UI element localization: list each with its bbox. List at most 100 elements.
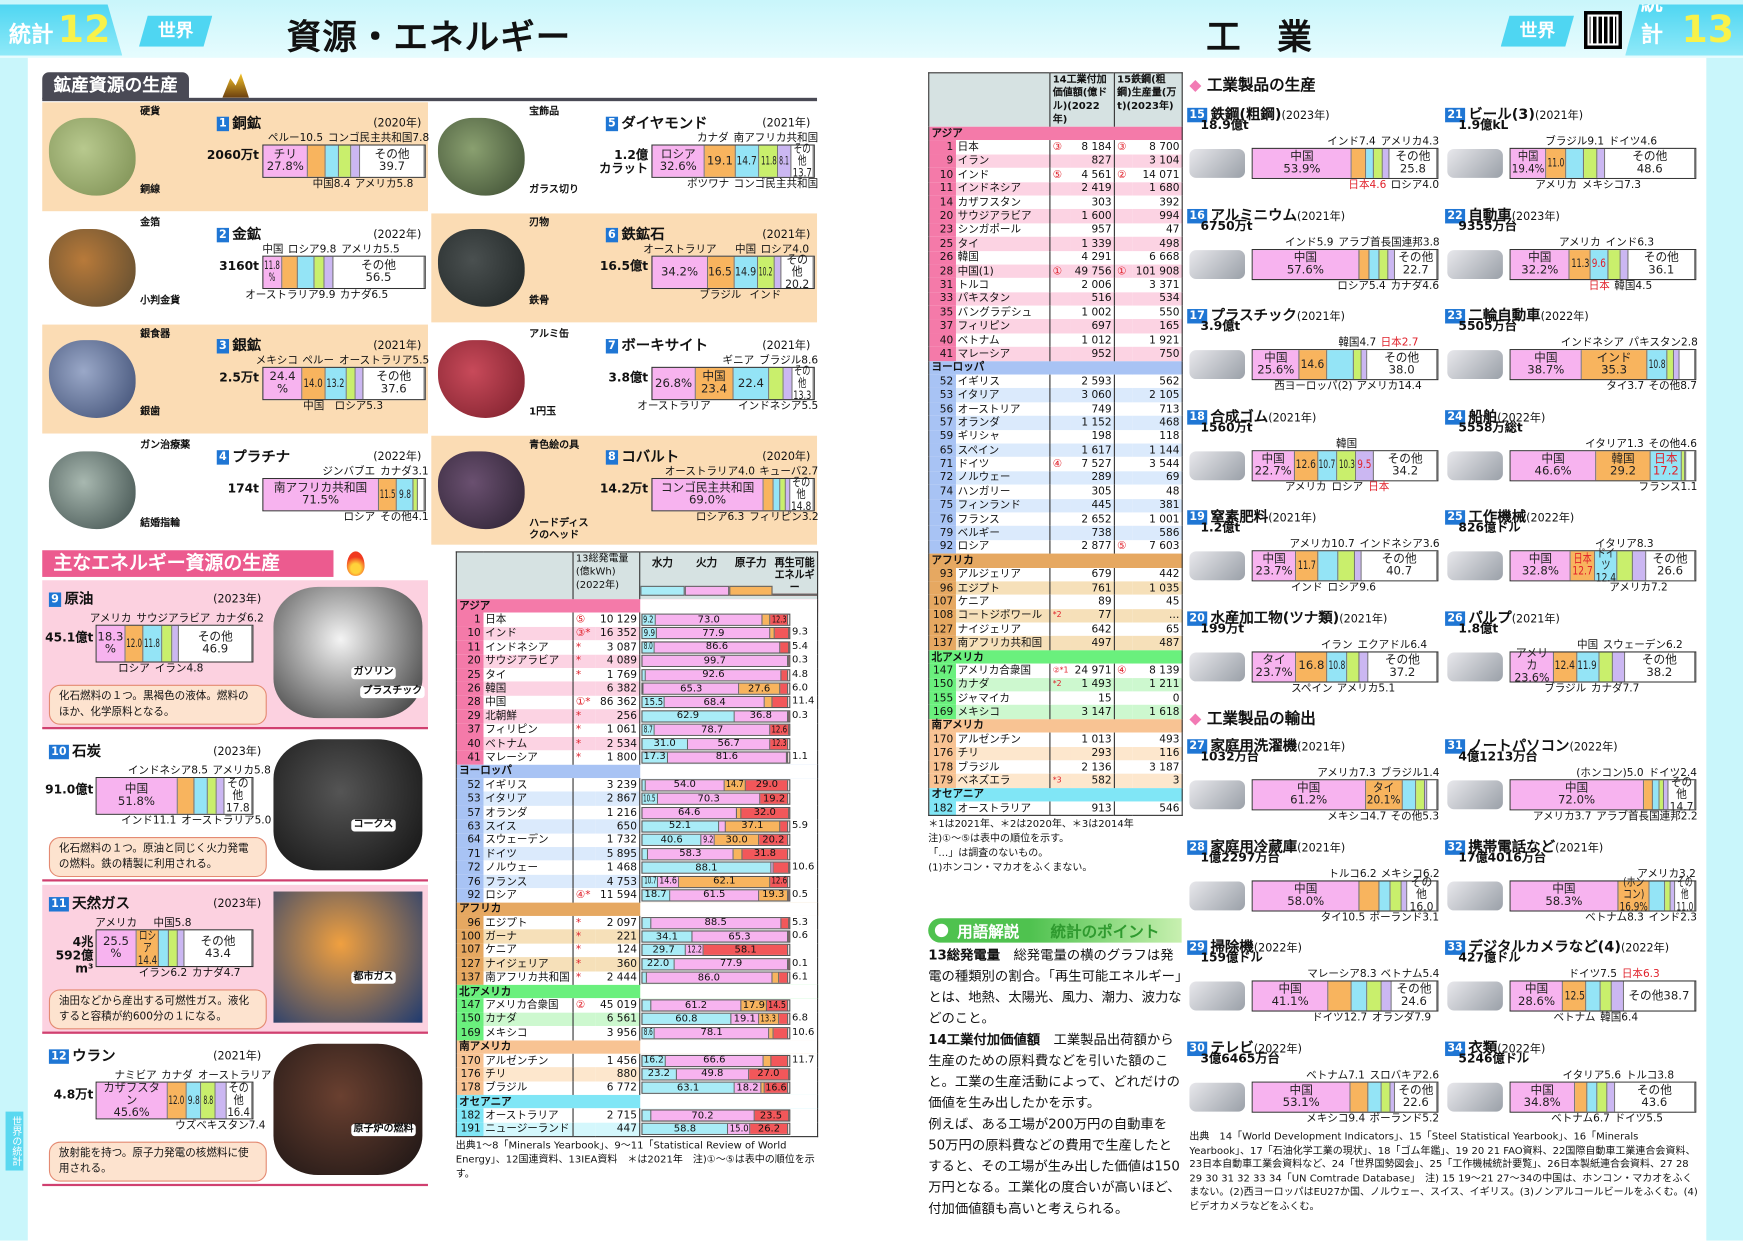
bar-segment: チリ 27.8% (263, 145, 309, 177)
segment-label: 中国 58.0% (1287, 882, 1325, 908)
illustration-label: 青色絵の具 (529, 440, 580, 452)
country-cell: 南アフリカ共和国 (955, 636, 1050, 651)
power-segment-label: 12.2 (687, 944, 702, 956)
callout-label: キューバ2.7 (759, 465, 819, 478)
power-segment-label: 23.2 (647, 1068, 671, 1080)
mineral-photo (48, 228, 136, 307)
chart-year: (2023年) (213, 898, 262, 911)
country-cell: パキスタン (955, 292, 1050, 306)
power-segment (788, 656, 790, 667)
power-segment (769, 1028, 774, 1039)
power-segment: 27.0 (749, 1069, 789, 1080)
power-segment: 31.0 (642, 738, 688, 749)
power-segment (787, 931, 789, 942)
term-total-power: 13総発電量 (928, 947, 1001, 963)
chart-title-text: コバルト (621, 449, 680, 466)
callout-label: インド2.3 (1648, 910, 1697, 924)
steel-cell: 65 (1132, 622, 1183, 637)
renewable-label (790, 1067, 818, 1081)
segment-label: その他 38.2 (1641, 653, 1677, 679)
callout-label: インド5.9 (1285, 236, 1334, 249)
chart-title-text: ビール(3) (1468, 106, 1535, 124)
rank-mark (1113, 760, 1133, 775)
power-segment: 81.6 (667, 752, 788, 763)
segment-label: 9.6 (1592, 256, 1607, 271)
callout-label: ナミビア (114, 1069, 157, 1082)
callout-label: コンゴ民主共和国7.8 (327, 132, 430, 145)
section-heading-minerals: 鉱産資源の生産 (42, 72, 189, 99)
bar-segment: 24.4 % (263, 367, 303, 400)
bar-segment: その他 25.8 (1389, 148, 1438, 178)
power-segment-label: 92.6 (702, 669, 725, 681)
bar-segment: ロシア 14.4 (136, 929, 159, 966)
rank-cell: 79 (928, 526, 956, 540)
bar-segment (1617, 551, 1633, 581)
world-badge-right: 世界 (1500, 15, 1575, 47)
rank-mark (1049, 209, 1070, 224)
rank-mark (1049, 195, 1070, 210)
qr-code-icon[interactable] (1584, 11, 1622, 49)
power-segment: 12.6 (770, 724, 789, 736)
power-segment-label: 23.5 (759, 1110, 783, 1122)
total-cell: 650 (595, 819, 640, 834)
total-cell: 1 216 (595, 805, 640, 820)
region-header-row: アフリカ (928, 553, 1183, 568)
power-segment: 64.6 (642, 807, 737, 818)
bar-segment: 日本 12.7 (1571, 551, 1595, 581)
segment-label: その他 24.6 (1396, 982, 1432, 1009)
illustration-label: 都市ガス (351, 971, 396, 984)
renewable-label (790, 833, 818, 847)
rank-mark (1049, 512, 1070, 527)
world-badge-left: 世界 (138, 15, 213, 47)
bar-segment: 韓国 29.2 (1596, 450, 1651, 480)
power-mix-bar: 88.5 (641, 916, 790, 929)
country-cell: コートジボワール (955, 608, 1050, 623)
chart-total: 3億6465万台 (1200, 1051, 1280, 1066)
country-cell: アルジェリア (955, 567, 1050, 582)
bar-segment: 9.8 (397, 479, 414, 511)
segment-label: 34.2% (660, 265, 699, 279)
power-type-header: 火力 (684, 552, 729, 599)
chart-number: 26 (1445, 610, 1466, 626)
segment-label: 日本 12.7 (1572, 552, 1593, 579)
country-cell: アルゼンチン (482, 1053, 574, 1068)
rank-mark (1113, 581, 1133, 596)
power-segment (771, 862, 774, 873)
chart-year: (2023年) (213, 745, 262, 759)
power-segment-label: 19.3 (762, 889, 785, 901)
bar-segment (1667, 350, 1674, 380)
bar-segment: 12.4 (1554, 651, 1578, 681)
renewable-label: 9.3 (792, 627, 808, 639)
rank-cell: 9 (928, 154, 956, 169)
power-segment-label: 12.3 (771, 738, 787, 750)
rank-cell: 57 (456, 805, 483, 820)
bar-segment (1379, 249, 1389, 279)
country-cell: チリ (482, 1067, 574, 1082)
power-segment: 61.2 (651, 1000, 742, 1011)
chart-title-text: アルミニウム (1210, 207, 1298, 224)
power-segment-label: 58.3 (679, 848, 702, 860)
renewable-label: 11.7 (792, 1054, 815, 1066)
illustration-label: ハードディスクのヘッド (529, 518, 589, 542)
column-header-types: 水力火力原子力再生可能 エネルギー (639, 551, 818, 600)
segment-label: その他 16.0 (1409, 875, 1434, 914)
segment-label: (ホンコン) 16.9% (1619, 875, 1648, 914)
bar-segment (351, 145, 361, 177)
segment-label: その他 25.8 (1395, 150, 1431, 176)
renewable-label: 0.1 (792, 958, 808, 970)
bar-segment (1369, 249, 1380, 279)
bar-segment: その他 48.6 (1605, 148, 1696, 178)
steel-cell: 562 (1132, 374, 1183, 389)
illustration-label: 硬貨 (140, 106, 161, 118)
legend-swatch (640, 585, 685, 596)
